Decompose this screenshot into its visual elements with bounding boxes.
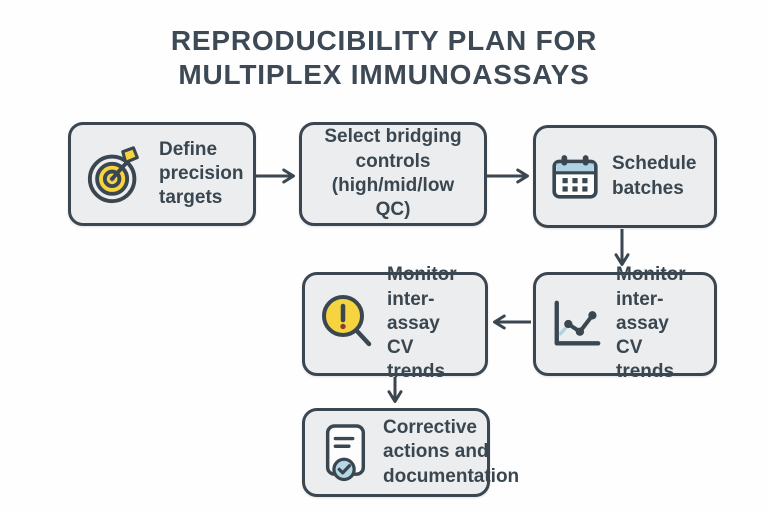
node-define-precision-targets: Define precision targets (68, 122, 256, 226)
node-label: Schedule batches (612, 153, 697, 199)
target-icon (85, 143, 147, 205)
node-monitor-cv-trends-chart: Monitor inter-assay CV trends (533, 264, 717, 382)
node-label: Monitor inter-assay CV trends (387, 264, 457, 383)
page-title-line1: REPRODUCIBILITY PLAN FOR (170, 25, 598, 56)
line-chart-icon (550, 298, 604, 350)
node-corrective-actions: Corrective actions and documentation (302, 408, 519, 497)
node-label: Select bridging controls (high/mid/low Q… (324, 126, 462, 221)
node-select-bridging-controls: Select bridging controls (high/mid/low Q… (299, 122, 487, 226)
page-title: REPRODUCIBILITY PLAN FOR MULTIPLEX IMMUN… (0, 24, 768, 92)
calendar-icon (550, 151, 600, 203)
alert-magnifier-icon (319, 291, 375, 357)
node-label: Corrective actions and documentation (383, 417, 520, 487)
node-label: Define precision targets (159, 138, 244, 209)
document-check-icon (319, 422, 371, 484)
node-label: Monitor inter-assay CV trends (616, 264, 686, 383)
page-title-line2: MULTIPLEX IMMUNOASSAYS (178, 59, 590, 91)
node-schedule-batches: Schedule batches (533, 125, 717, 228)
node-monitor-cv-trends-alert: Monitor inter-assay CV trends (302, 264, 488, 382)
